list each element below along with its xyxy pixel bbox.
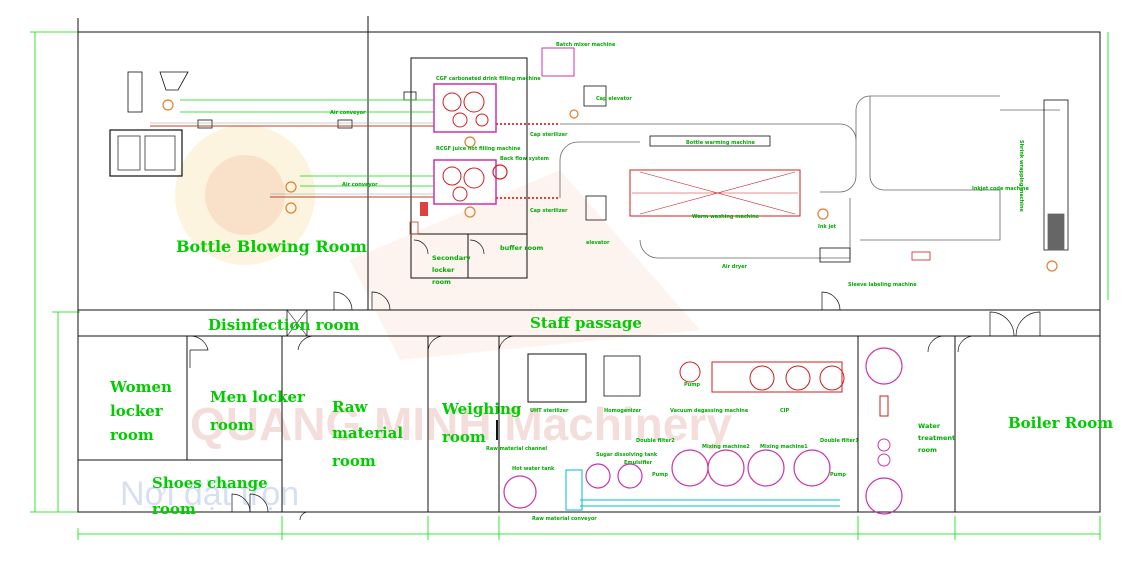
room-label-staff-passage: Staff passage bbox=[530, 314, 642, 332]
label-cap-sterilizer-1: Cap sterilizer bbox=[530, 132, 568, 138]
watermark: QUANG MINH Machinery Nơi đặt trọn bbox=[120, 125, 732, 513]
label-uht: UHT sterilizer bbox=[530, 408, 569, 414]
room-label-boiler: Boiler Room bbox=[1008, 414, 1113, 432]
conveyor-line bbox=[559, 95, 1069, 272]
label-homogenizer: Homogenizer bbox=[604, 408, 642, 414]
label-air-conveyor-2: Air conveyor bbox=[342, 182, 378, 188]
room-label-water-treatment-2: treatment bbox=[918, 434, 955, 442]
label-inkjet-code: Inkjet code machine bbox=[972, 186, 1029, 192]
room-label-bottle-blowing: Bottle Blowing Room bbox=[176, 237, 367, 256]
doors bbox=[189, 239, 1041, 521]
room-label-shoes-change-1: Shoes change bbox=[152, 474, 268, 492]
label-emulsifier: Emulsifier bbox=[624, 460, 653, 466]
label-bottle-warming: Bottle warming machine bbox=[686, 140, 756, 146]
equipment-labels: CGF carbonated drink filling machine RCG… bbox=[330, 42, 1029, 522]
room-label-weighing-1: Weighing bbox=[441, 400, 522, 418]
label-warm-washing: Warm washing machine bbox=[692, 214, 760, 220]
label-elevator: elevator bbox=[586, 240, 610, 246]
label-sleeve-labeling: Sleeve labeling machine bbox=[848, 282, 917, 288]
label-back-flow: Back flow system bbox=[500, 156, 549, 162]
room-label-men-locker-1: Men locker bbox=[210, 388, 306, 406]
room-label-weighing-2: room bbox=[442, 428, 486, 446]
room-label-raw-material-2: material bbox=[332, 424, 403, 442]
label-mixing-machine-2: Mixing machine2 bbox=[702, 444, 750, 450]
building-walls bbox=[77, 16, 1101, 513]
room-label-buffer: buffer room bbox=[500, 244, 544, 252]
label-hot-water-tank: Hot water tank bbox=[512, 466, 555, 472]
room-label-shoes-change-2: room bbox=[152, 500, 196, 518]
filling-machines bbox=[433, 47, 607, 221]
label-double-filter-1: Double filter1 bbox=[820, 438, 859, 444]
room-label-men-locker-2: room bbox=[210, 416, 254, 434]
label-air-conveyor-1: Air conveyor bbox=[330, 110, 366, 116]
label-double-filter-2: Double filter2 bbox=[636, 438, 675, 444]
label-shrink-wrapping: Shrink wrapping machine bbox=[1018, 140, 1024, 213]
room-labels: Bottle Blowing Room Staff passage Disinf… bbox=[109, 237, 1113, 518]
label-vacuum-degassing: Vacuum degassing machine bbox=[670, 408, 749, 414]
label-cip: CIP bbox=[780, 408, 790, 414]
room-label-disinfection: Disinfection room bbox=[208, 316, 360, 334]
room-label-women-locker-3: room bbox=[110, 426, 154, 444]
label-batch-mixer: Batch mixer machine bbox=[556, 42, 616, 48]
dimension-lines bbox=[30, 31, 1109, 540]
label-pump-3: Pump bbox=[830, 472, 846, 478]
room-label-raw-material-3: room bbox=[332, 452, 376, 470]
label-pump-2: Pump bbox=[652, 472, 668, 478]
room-label-secondary-locker-1: Secondary bbox=[432, 254, 471, 262]
label-cap-elevator: Cap elevator bbox=[596, 96, 632, 102]
label-raw-material-channel: Raw material channel bbox=[486, 446, 547, 452]
bottle-blowing-equipment bbox=[109, 71, 434, 235]
label-carbonated-filling: CGF carbonated drink filling machine bbox=[436, 76, 541, 82]
watermark-brand: QUANG MINH Machinery bbox=[190, 398, 732, 450]
watermark-sub: Nơi đặt trọn bbox=[120, 475, 299, 513]
room-label-women-locker-2: locker bbox=[110, 402, 164, 420]
label-raw-conveyor: Raw material conveyor bbox=[532, 516, 597, 522]
room-label-raw-material-1: Raw bbox=[332, 398, 369, 416]
room-label-water-treatment-1: Water bbox=[918, 422, 941, 430]
room-label-women-locker-1: Women bbox=[109, 378, 172, 396]
label-ink-jet: Ink jet bbox=[818, 224, 837, 230]
label-air-dryer: Air dryer bbox=[722, 264, 747, 270]
room-label-water-treatment-3: room bbox=[918, 446, 937, 454]
label-cap-sterilizer-2: Cap sterilizer bbox=[530, 208, 568, 214]
room-label-secondary-locker-3: room bbox=[432, 278, 451, 286]
room-label-secondary-locker-2: locker bbox=[432, 266, 455, 274]
label-juice-filling: RCGF juice hot filling machine bbox=[436, 146, 521, 152]
process-equipment bbox=[503, 347, 903, 515]
label-mixing-machine-1: Mixing machine1 bbox=[760, 444, 808, 450]
label-pump-1: Pump bbox=[684, 382, 700, 388]
label-sugar-dissolving: Sugar dissolving tank bbox=[596, 452, 658, 458]
